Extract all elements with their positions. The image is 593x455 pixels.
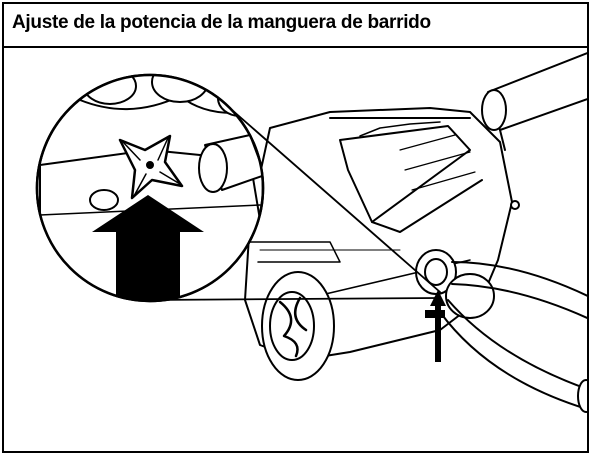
callout-leader-lines (149, 109, 441, 301)
power-adjustment-knob (118, 134, 184, 200)
knob-pointer-arrow (425, 290, 446, 362)
magnified-detail (35, 73, 265, 303)
sweeper-hoses (439, 261, 587, 413)
page-title: Ajuste de la potencia de la manguera de … (4, 4, 587, 48)
handle-tube (481, 52, 587, 151)
large-up-arrow-icon (92, 195, 204, 300)
front-roller (261, 271, 335, 381)
